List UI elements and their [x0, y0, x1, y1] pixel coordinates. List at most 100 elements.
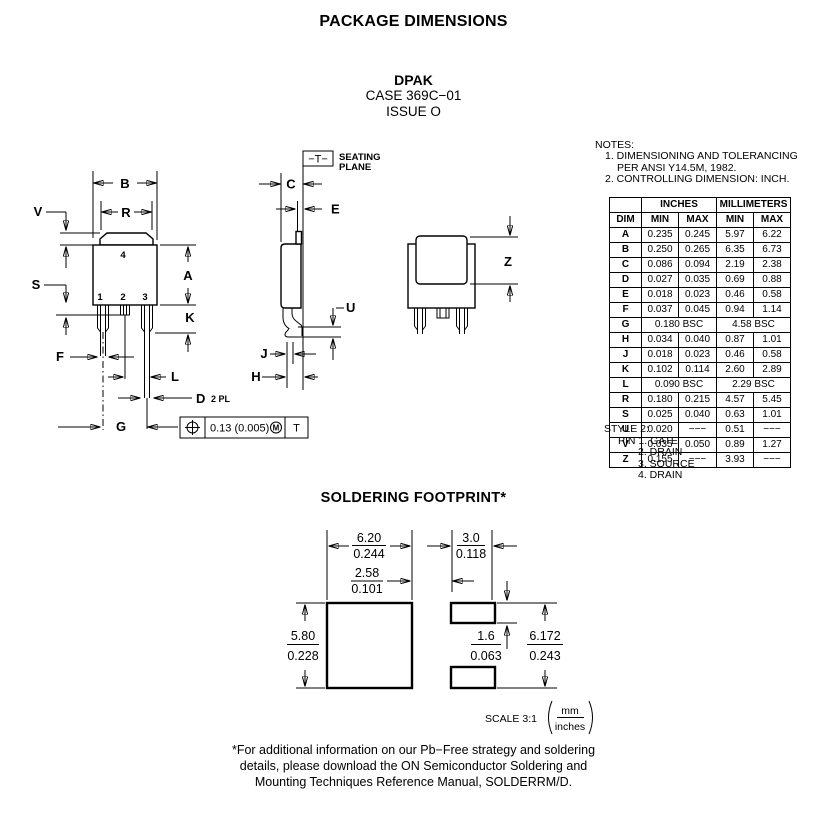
dim-label-z: Z [504, 254, 512, 269]
fp-dim-pad-height: 5.80 0.228 [287, 602, 325, 689]
dim-label-f: F [56, 349, 64, 364]
notes-label: NOTES: [595, 139, 635, 151]
dim-label-d: D [196, 391, 205, 406]
table-header-units: INCHES MILLIMETERS [609, 197, 791, 213]
fp-small-pad-width-mm: 3.0 [462, 531, 479, 545]
dim-K: K [155, 310, 196, 352]
dim-F: F [56, 349, 134, 364]
dim-label-j: J [260, 346, 267, 361]
fp-dim-small-pad-width: 3.0 0.118 [427, 530, 517, 600]
rear-tab-outline [415, 235, 468, 285]
fp-dim-pad-width: 6.20 0.244 [326, 530, 413, 600]
style-title: STYLE 2: [604, 423, 649, 435]
side-tab-outline [295, 230, 303, 245]
max-header: MAX [753, 212, 791, 228]
datum-t-box [302, 150, 334, 167]
inches-header: INCHES [641, 197, 717, 213]
footer-line-1: *For additional information on our Pb−Fr… [231, 743, 596, 757]
dim-S: S [32, 277, 120, 335]
dim-label-r: R [121, 205, 131, 220]
note-1: 1. DIMENSIONING AND TOLERANCING [605, 150, 798, 163]
tolerance-value: 0.13 (0.005) [210, 423, 269, 435]
fp-dim-small-pad-height: 1.6 0.063 [470, 581, 517, 663]
case-number: CASE 369C−01 [365, 88, 462, 103]
package-id-block: DPAK CASE 369C−01 ISSUE O [0, 72, 827, 120]
dim-label-k: K [185, 310, 195, 325]
fp-units-mm: mm [561, 705, 579, 717]
millimeters-header: MILLIMETERS [716, 197, 791, 213]
dim-G: G [58, 419, 178, 434]
dim-label-l: L [171, 369, 179, 384]
fp-scale-note: SCALE 3:1 mm inches [485, 700, 593, 735]
fp-gap-mm: 2.58 [355, 566, 379, 580]
max-header: MAX [678, 212, 717, 228]
front-body-outline [92, 244, 158, 306]
dim-A: A [160, 244, 196, 306]
dim-label-h: H [251, 369, 260, 384]
front-pin2 [120, 304, 130, 379]
fp-paren-left [548, 700, 553, 735]
dim-header: DIM [609, 212, 642, 228]
min-header: MIN [641, 212, 679, 228]
pin2-label: 2 [120, 292, 125, 303]
front-view: 4 1 2 3 B R V A [32, 171, 309, 439]
soldering-footprint: 6.20 0.244 3.0 0.118 2.58 0.101 5.80 [287, 530, 593, 735]
dim-L: L [108, 369, 179, 384]
pin1-label: 1 [97, 292, 103, 303]
fp-pad-width-mm: 6.20 [357, 531, 381, 545]
front-tab-outline [99, 232, 154, 246]
dim-label-d-note: 2 PL [211, 394, 231, 404]
pin-style-block: STYLE 2: PIN 1. GATE 2. DRAIN 3. SOURCE … [604, 423, 695, 482]
style-pin1: PIN 1. GATE [618, 434, 678, 447]
side-view: −T− SEATING PLANE C E U [251, 150, 381, 390]
pin4-label: 4 [120, 250, 126, 261]
fp-pad-height-mm: 5.80 [291, 629, 315, 643]
dimension-table: INCHES MILLIMETERS DIM MIN MAX MIN MAX A… [609, 197, 791, 468]
fp-dim-overall-height: 6.172 0.243 [497, 602, 563, 689]
dim-Z: Z [470, 216, 518, 302]
seating-plane-label-2: PLANE [339, 162, 371, 173]
rear-leg1 [414, 308, 426, 334]
mmc-symbol-icon [270, 421, 282, 434]
dim-U: U [298, 300, 355, 360]
fp-paren-right [588, 700, 593, 735]
page-title: PACKAGE DIMENSIONS [319, 13, 508, 30]
rear-leg2 [456, 308, 468, 334]
true-position-frame: 0.13 (0.005) M T [179, 416, 309, 439]
fp-small-pad-height-mm: 1.6 [477, 629, 494, 643]
datum-ref: T [293, 423, 300, 435]
style-pin4: 4. DRAIN [638, 469, 683, 481]
dim-label-g: G [116, 419, 126, 434]
datum-t-label: −T− [308, 154, 328, 166]
fp-units-inches: inches [555, 721, 585, 733]
dim-label-v: V [34, 204, 43, 219]
notes-block: NOTES: 1. DIMENSIONING AND TOLERANCING P… [595, 139, 798, 186]
dim-B: B [92, 171, 158, 240]
rear-view: Z [407, 216, 518, 334]
dim-label-e: E [331, 202, 340, 217]
fp-small-pad-height-in: 0.063 [470, 649, 501, 663]
fp-small-pad-width-in: 0.118 [456, 547, 486, 561]
style-pin2: 2. DRAIN [638, 446, 683, 458]
footer-line-2: details, please download the ON Semicond… [239, 759, 588, 773]
note-2: 2. CONTROLLING DIMENSION: INCH. [605, 173, 790, 186]
dim-label-c: C [286, 177, 296, 192]
corner-cell [609, 197, 642, 213]
footprint-main-pad [325, 601, 414, 690]
dim-label-s: S [32, 277, 41, 292]
pin3-label: 3 [142, 292, 147, 303]
front-pin3 [141, 305, 153, 429]
min-header: MIN [716, 212, 754, 228]
package-name: DPAK [394, 72, 433, 88]
soldering-footprint-heading: SOLDERING FOOTPRINT* [320, 490, 507, 506]
dim-C: C [259, 173, 322, 242]
